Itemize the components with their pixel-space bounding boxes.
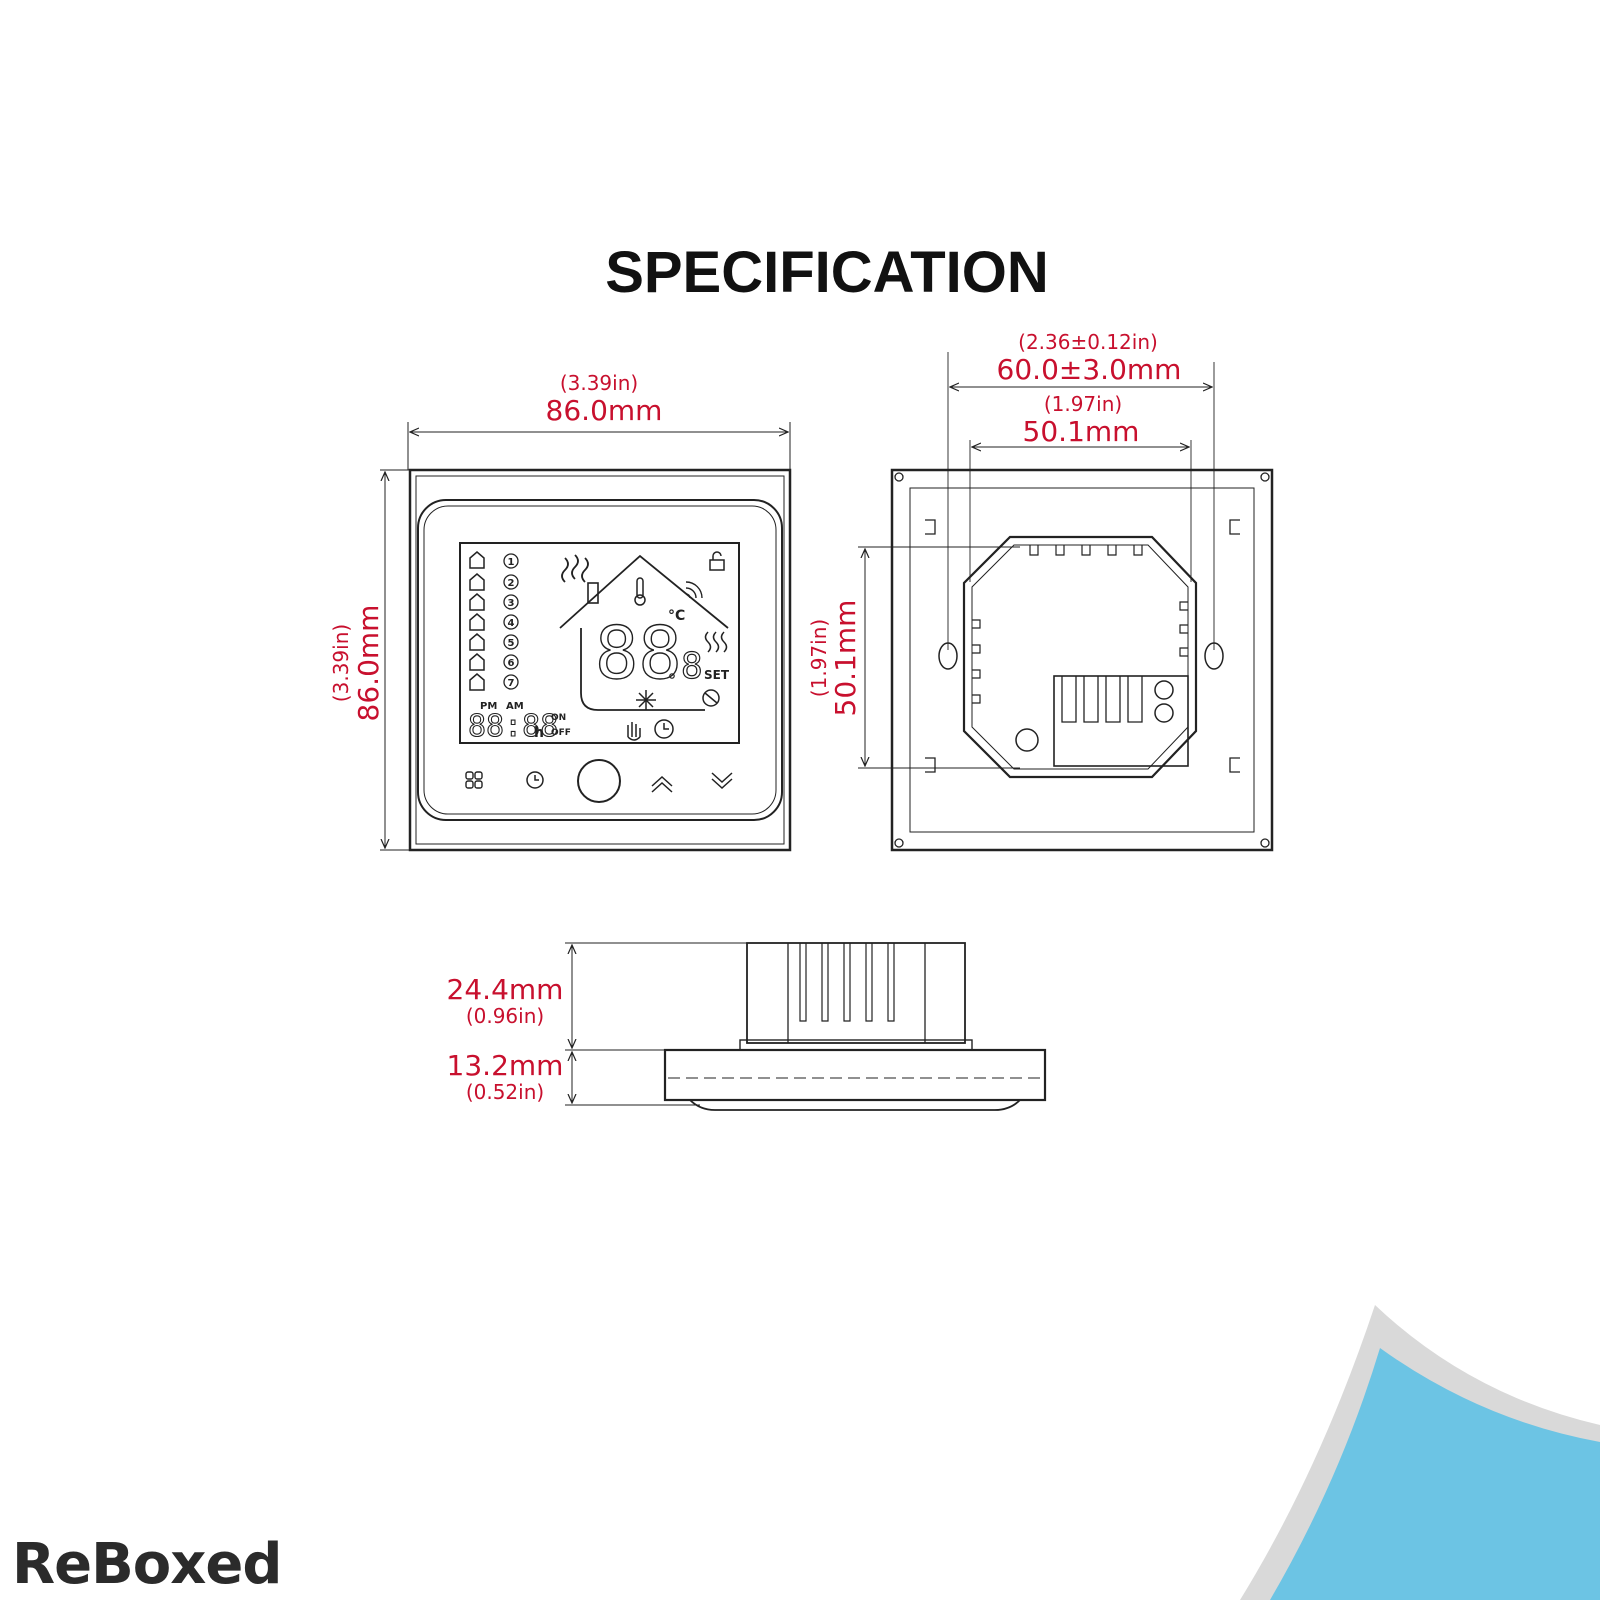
- back-plate-frame: [890, 468, 1274, 852]
- wifi-icon: [685, 581, 703, 599]
- back-outer-in: (2.36±0.12in): [1018, 330, 1158, 354]
- program-number-7: 7: [508, 678, 515, 689]
- menu-button[interactable]: [465, 771, 483, 789]
- ground-screw: [1015, 728, 1039, 752]
- on-label: ON: [551, 713, 566, 723]
- program-number-4: 4: [508, 618, 515, 629]
- program-number-3: 3: [508, 598, 515, 609]
- pm-label: PM: [480, 701, 497, 712]
- side-front-panel: [663, 1048, 1047, 1102]
- small-digit: 8: [681, 646, 703, 687]
- manual-hand-icon: [627, 722, 641, 741]
- clock-button[interactable]: [526, 771, 544, 789]
- program-number-1: 1: [508, 557, 515, 568]
- screw-hole: [894, 472, 904, 482]
- program-number-5: 5: [508, 638, 515, 649]
- front-outer-frame: [408, 468, 792, 852]
- mounting-slot: [938, 642, 958, 670]
- hour-unit: h: [534, 725, 544, 741]
- decimal-dot: [669, 673, 675, 679]
- am-label: AM: [506, 701, 524, 712]
- front-width-in: (3.39in): [560, 371, 638, 395]
- terminal-screw: [1154, 680, 1174, 700]
- chimney: [587, 582, 599, 604]
- back-height-in: (1.97in): [807, 619, 831, 697]
- mounting-clip: [925, 519, 936, 535]
- screw-hole: [1260, 838, 1270, 848]
- back-inner-in: (1.97in): [1044, 392, 1122, 416]
- fan-icon: [702, 689, 720, 707]
- program-number-6: 6: [508, 658, 515, 669]
- page-title: SPECIFICATION: [605, 240, 1049, 305]
- terminal-screw: [1154, 703, 1174, 723]
- mounting-clip: [1229, 519, 1240, 535]
- house-roof-outline: [559, 554, 729, 629]
- brand-logo: ReBoxed: [12, 1532, 281, 1597]
- power-button[interactable]: [577, 759, 621, 803]
- celsius-icon: °C: [668, 608, 685, 624]
- program-house-icons: [469, 551, 485, 691]
- screw-hole: [1260, 472, 1270, 482]
- back-height-mm: 50.1mm: [829, 600, 862, 717]
- steam-wave-icon: [561, 554, 589, 583]
- page-curl-decoration: [1240, 1305, 1600, 1600]
- down-arrow-button[interactable]: [711, 772, 733, 790]
- mounting-clip: [925, 757, 936, 773]
- up-arrow-button[interactable]: [651, 775, 673, 793]
- side-thickness-mm: 13.2mm: [447, 1049, 564, 1082]
- thermometer-icon: [634, 577, 646, 606]
- program-number-2: 2: [508, 578, 515, 589]
- mounting-clip: [1229, 757, 1240, 773]
- house-wall-outline: [580, 628, 705, 711]
- floor-heating-icon: [704, 631, 728, 653]
- terminal-block: [1053, 675, 1189, 767]
- terminal-pins: [799, 943, 895, 1022]
- side-back-box: [746, 942, 966, 1044]
- mounting-slot: [1204, 642, 1224, 670]
- off-label: OFF: [551, 728, 571, 738]
- front-height-in: (3.39in): [329, 624, 353, 702]
- side-thickness-in: (0.52in): [466, 1080, 544, 1104]
- lcd-screen: [459, 542, 740, 744]
- lcd-clock-icon: [654, 719, 674, 739]
- front-view: (3.39in) 86.0mm (3.39in) 86.0mm: [329, 371, 792, 852]
- back-inner-mm: 50.1mm: [1023, 415, 1140, 448]
- temperature-digits: 88: [595, 611, 682, 695]
- set-label: SET: [704, 668, 730, 682]
- front-width-mm: 86.0mm: [546, 394, 663, 427]
- back-housing: [962, 535, 1198, 779]
- snowflake-icon: [636, 690, 656, 710]
- front-height-mm: 86.0mm: [352, 605, 385, 722]
- lock-icon: [709, 551, 725, 571]
- side-depth-mm: 24.4mm: [447, 973, 564, 1006]
- side-view: 24.4mm (0.96in) 13.2mm (0.52in): [447, 942, 1047, 1111]
- back-outer-mm: 60.0±3.0mm: [997, 353, 1182, 386]
- time-digits: 88:88: [468, 709, 558, 744]
- side-depth-in: (0.96in): [466, 1004, 544, 1028]
- screw-hole: [894, 838, 904, 848]
- back-view: (2.36±0.12in) 60.0±3.0mm (1.97in) 50.1mm…: [807, 330, 1274, 852]
- program-number-list: 1 2 3 4 5 6 7: [503, 553, 519, 690]
